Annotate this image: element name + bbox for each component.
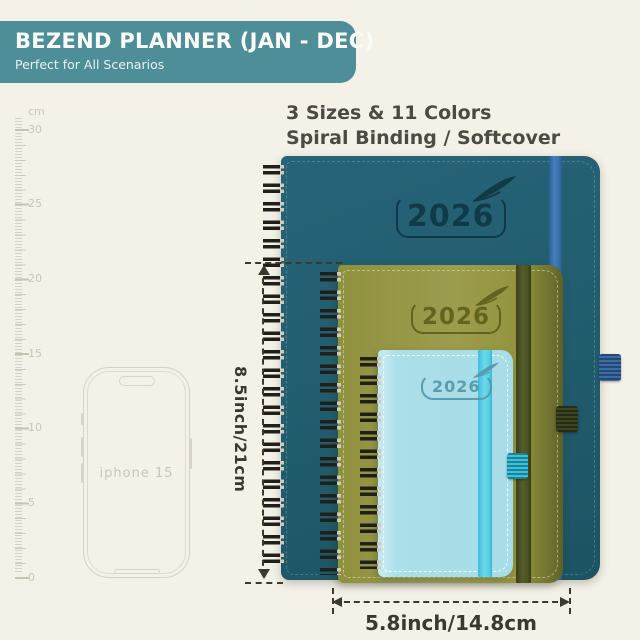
planner-large-year-logo: 2026 (396, 176, 516, 238)
headline-line1: 3 Sizes & 11 Colors (286, 102, 492, 124)
planner-medium-pen-loop (556, 406, 578, 432)
iphone-label: iphone 15 (99, 466, 174, 481)
width-dimension-right-tick (569, 588, 571, 614)
planner-small-spiral-binding (360, 357, 381, 569)
height-dimension-line (258, 265, 270, 579)
ruler-label-cm: cm (28, 105, 45, 118)
ruler-major-ticks (15, 129, 29, 580)
ruler-label-15: 15 (28, 347, 42, 360)
iphone-dynamic-island (118, 376, 155, 386)
planner-medium-spiral-binding (320, 272, 341, 575)
ruler-label-5: 5 (28, 496, 35, 509)
iphone-outline: iphone 15 (81, 367, 192, 578)
year-text: 2026 (411, 301, 502, 334)
height-dimension-bottom-tick (245, 582, 283, 584)
planner-medium-elastic-band (516, 265, 531, 583)
arrow-right-icon (560, 597, 570, 607)
banner-subtitle: Perfect for All Scenarios (15, 57, 165, 72)
planner-medium-year-logo: 2026 (411, 285, 510, 334)
year-text: 2026 (396, 196, 506, 238)
banner-title: BEZEND PLANNER (JAN - DEC) (15, 29, 375, 53)
ruler-label-0: 0 (28, 571, 35, 584)
arrow-up-icon (258, 265, 270, 275)
width-dimension-line (332, 597, 570, 607)
iphone-power-button (189, 438, 192, 469)
title-banner: BEZEND PLANNER (JAN - DEC) Perfect for A… (0, 21, 375, 83)
planner-large-spiral-binding (263, 165, 284, 572)
arrow-left-icon (332, 597, 342, 607)
headline-line2: Spiral Binding / Softcover (286, 127, 561, 149)
planner-small-elastic-band (478, 350, 492, 577)
iphone-home-bar (113, 569, 160, 574)
ruler-label-25: 25 (28, 197, 42, 210)
arrow-down-icon (258, 569, 270, 579)
height-dimension-top-tick (245, 262, 342, 264)
ruler-label-20: 20 (28, 272, 42, 285)
planner-large-pen-loop (599, 354, 621, 381)
height-dimension-label: 8.5inch/21cm (231, 366, 250, 493)
iphone-volume-down-button (81, 463, 84, 483)
iphone-volume-up-button (81, 437, 84, 457)
planner-small-year-logo: 2026 (421, 362, 499, 400)
ruler-label-10: 10 (28, 421, 42, 434)
planner-small-pen-loop (507, 453, 528, 479)
year-text: 2026 (421, 374, 492, 400)
width-dimension-label: 5.8inch/14.8cm (365, 611, 537, 635)
headline: 3 Sizes & 11 Colors Spiral Binding / Sof… (286, 101, 560, 151)
iphone-mute-switch (81, 413, 84, 425)
ruler-label-30: 30 (28, 123, 42, 136)
